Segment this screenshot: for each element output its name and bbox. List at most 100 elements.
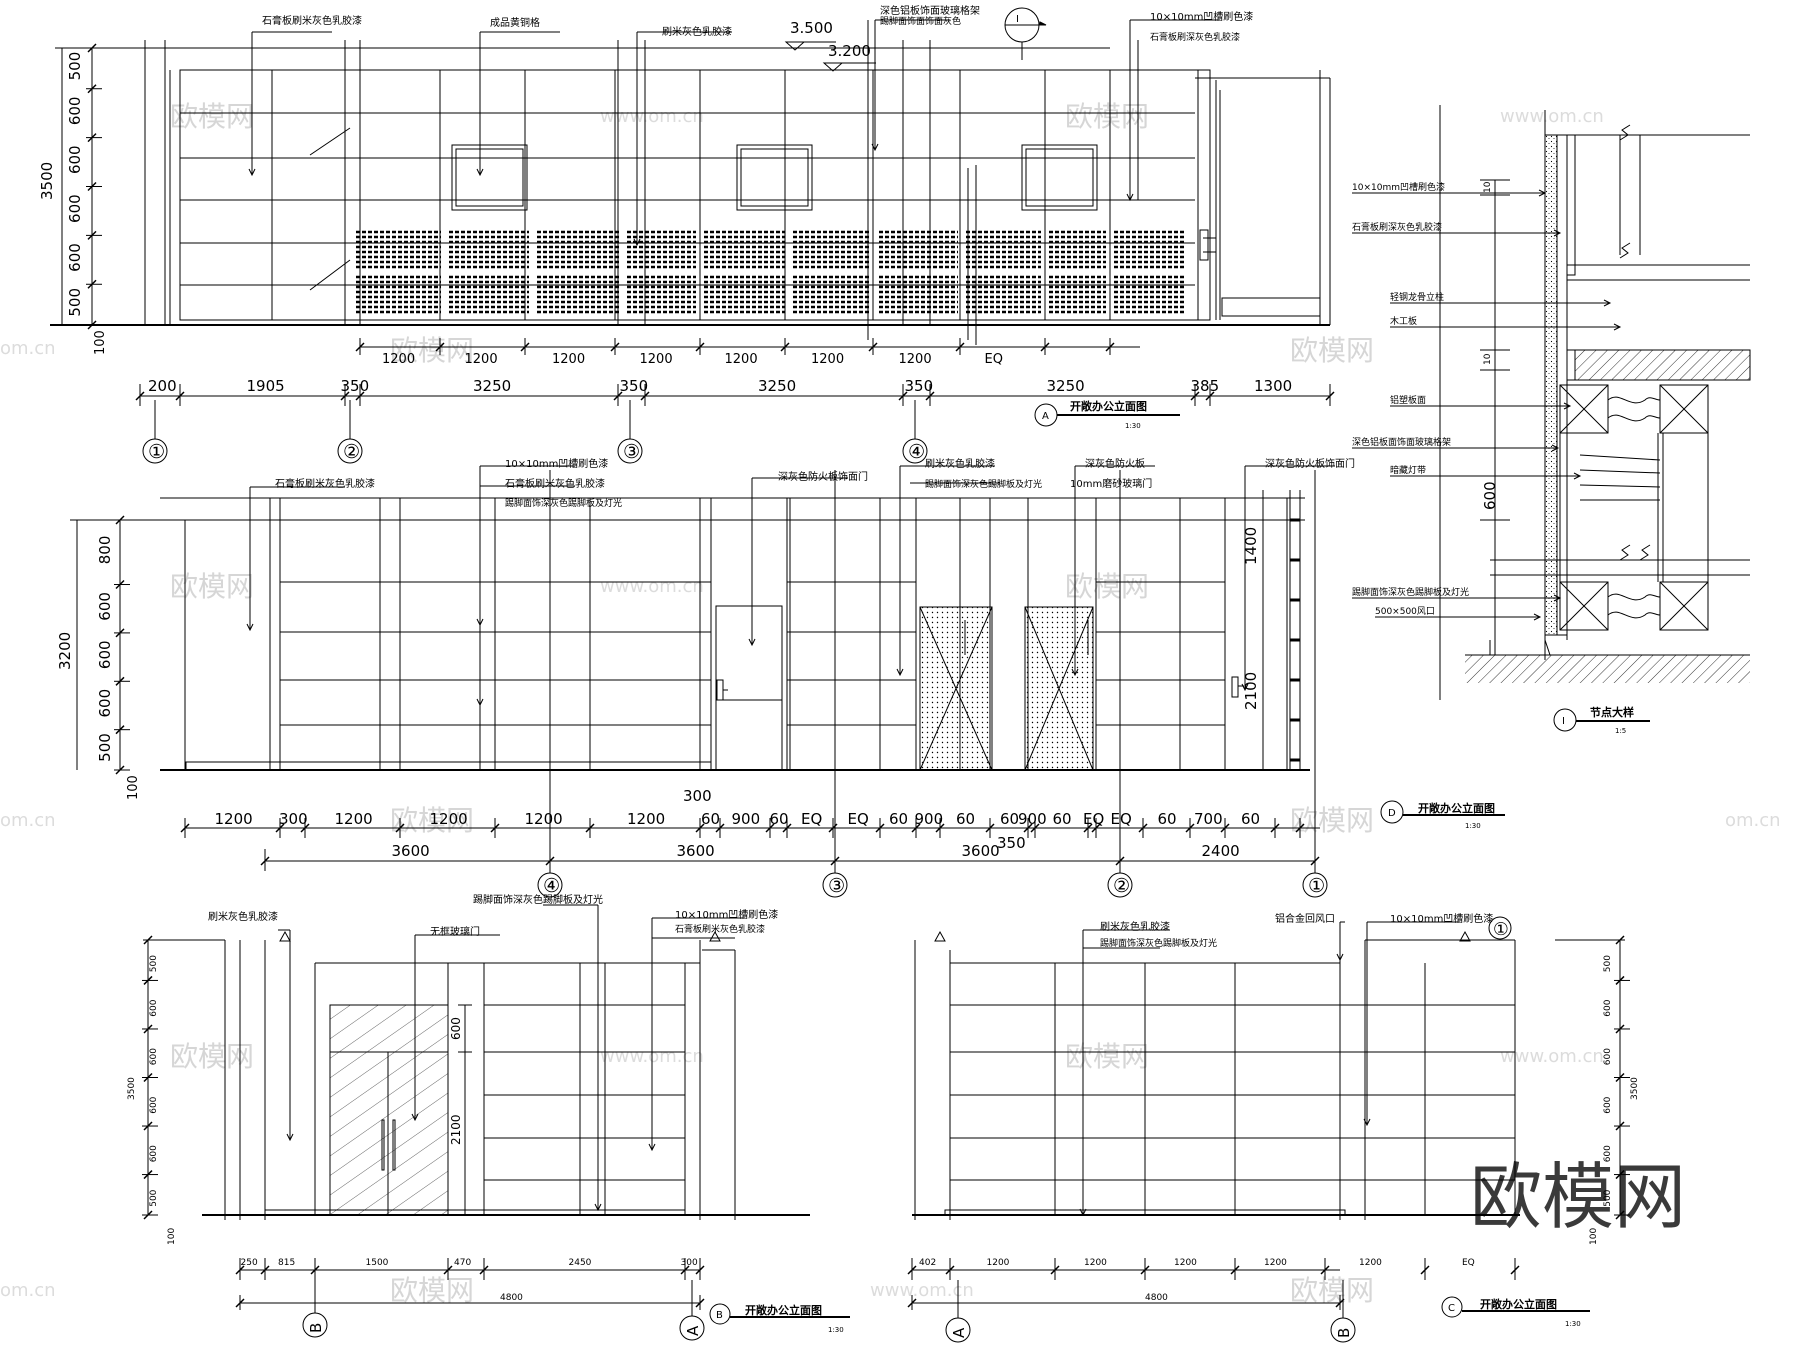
- leader-arrow: [1551, 444, 1560, 452]
- detail-i-annotations: 10×10mm凹槽刷色漆石膏板刷深灰色乳胶漆轻钢龙骨立柱木工板铝塑板面深色铝板面…: [1352, 181, 1622, 621]
- axis-bubble: [1302, 872, 1328, 898]
- module-dim: 1200: [811, 352, 844, 367]
- width-dim: 60: [1241, 810, 1260, 828]
- axis-label: ③: [828, 874, 845, 897]
- annotation-text: 踢脚面饰面饰面灰色: [880, 15, 961, 27]
- axis-bubble: [902, 438, 928, 464]
- axis-label: ④: [543, 874, 560, 897]
- axis-label: ③: [623, 440, 640, 463]
- height-dim: 600: [96, 689, 114, 718]
- leader-arrow: [1553, 594, 1562, 602]
- watermark-logo: 欧模网: [390, 804, 474, 837]
- annotation-text: 深灰色防火板饰面门: [1265, 457, 1355, 470]
- width-dim: 250: [241, 1258, 258, 1268]
- width-dim: 1200: [525, 810, 563, 828]
- watermark-logo: 欧模网: [1065, 100, 1149, 133]
- leader-arrow: [286, 1133, 294, 1142]
- module-dim: 1200: [552, 352, 585, 367]
- base-dim: 100: [1589, 1228, 1599, 1245]
- wall-window-inner: [455, 148, 524, 207]
- axis-bubble: [537, 872, 563, 898]
- axis-bubble: [337, 438, 363, 464]
- level-label: 3.200: [828, 42, 871, 60]
- width-dim: 60: [1053, 810, 1072, 828]
- drawing-title: B 开敞办公立面图 1:30: [709, 1303, 850, 1334]
- annotation-text: 10×10mm凹槽刷色漆: [675, 908, 778, 921]
- leader-arrow: [1071, 668, 1079, 677]
- height-dim: 600: [66, 97, 84, 126]
- width-dim: 3250: [758, 377, 796, 395]
- door-height-dim: 2100: [1242, 672, 1260, 710]
- width-dim: EQ: [848, 810, 869, 828]
- drawing-title: I 节点大样 1:5: [1553, 705, 1650, 735]
- watermark-edge: om.cn: [0, 810, 56, 831]
- width-dim: EQ: [1111, 810, 1132, 828]
- width-dim: 900: [1018, 810, 1047, 828]
- axis-label: A: [950, 1327, 968, 1338]
- leader-arrow: [648, 1143, 656, 1152]
- elevation-a-pilasters: [344, 40, 931, 325]
- detail-dim: 10: [1483, 181, 1493, 193]
- drawing-title-text: 开敞办公立面图: [1070, 399, 1147, 413]
- drawing-label: A: [1042, 411, 1049, 422]
- annotation-text: 石膏板刷米灰色乳胶漆: [505, 477, 605, 490]
- annotation-text: 踢脚面饰深灰色踢脚板及灯光: [505, 497, 622, 509]
- annotation-text: 刷米灰色乳胶漆: [208, 910, 278, 923]
- total-width-dim: 4800: [1145, 1293, 1168, 1303]
- drawing-scale: 1:30: [1125, 422, 1141, 430]
- watermark-edge: om.cn: [1725, 810, 1781, 831]
- ceiling-mark: [279, 930, 291, 942]
- watermark-site: www.om.cn: [1500, 106, 1604, 127]
- leader-arrow: [871, 143, 879, 152]
- width-dim: 350: [620, 377, 649, 395]
- height-dim: 600: [149, 1096, 159, 1113]
- width-dim: 1200: [335, 810, 373, 828]
- detail-i: 10 10 600 10×10mm凹槽刷色漆石膏板刷深灰色乳胶漆轻钢龙骨立柱木工…: [1352, 105, 1751, 735]
- annotation-text: 轻钢龙骨立柱: [1390, 291, 1444, 303]
- annotation-text: 成品黄铜格: [490, 16, 540, 29]
- width-dim: 350: [905, 377, 934, 395]
- width-dim: EQ: [1462, 1258, 1475, 1268]
- width-dim: 60: [889, 810, 908, 828]
- annotation-text: 石膏板刷米灰色乳胶漆: [675, 923, 765, 935]
- leader-arrow: [1553, 229, 1562, 237]
- leader-arrow: [1573, 472, 1582, 480]
- axis-label: A: [684, 1325, 702, 1336]
- width-dim: 700: [1194, 810, 1223, 828]
- height-dim: 600: [66, 145, 84, 174]
- module-dim: 1200: [465, 352, 498, 367]
- watermark-logo: 欧模网: [1290, 804, 1374, 837]
- drawing-label: I: [1562, 716, 1565, 727]
- total-height-dim: 3500: [127, 1077, 137, 1100]
- width-dim: 3600: [392, 842, 430, 860]
- drawing-scale: 1:5: [1615, 727, 1626, 735]
- watermark-logo: 欧模网: [390, 334, 474, 367]
- axis-label: ④: [908, 440, 925, 463]
- drawing-scale: 1:30: [1465, 822, 1481, 830]
- width-dim: 1300: [1254, 377, 1292, 395]
- detail-dim: 600: [1481, 481, 1499, 510]
- leader-arrow: [1336, 953, 1344, 962]
- ceiling-mark: [1459, 930, 1471, 942]
- annotation-text: 铝合金回风口: [1275, 912, 1335, 925]
- detail-dim: 10: [1483, 353, 1493, 365]
- module-dim: 1200: [640, 352, 673, 367]
- width-dim: 1200: [627, 810, 665, 828]
- width-dim: 60: [1158, 810, 1177, 828]
- annotation-text: 10×10mm凹槽刷色漆: [1150, 10, 1253, 23]
- dim-tick: [87, 43, 97, 53]
- drawing-title-text: 节点大样: [1590, 705, 1634, 719]
- watermark-logo: 欧模网: [170, 570, 254, 603]
- watermark-edge: om.cn: [0, 338, 56, 359]
- watermark-brand-large: 欧模网: [1470, 1155, 1686, 1239]
- dim-tick: [143, 935, 153, 945]
- watermark-site: www.om.cn: [600, 576, 704, 597]
- axis-bubble: [1488, 916, 1512, 940]
- width-dim: 2400: [1202, 842, 1240, 860]
- annotation-text: 石膏板刷米灰色乳胶漆: [262, 14, 362, 27]
- annotation-text: 刷米灰色乳胶漆: [925, 457, 995, 470]
